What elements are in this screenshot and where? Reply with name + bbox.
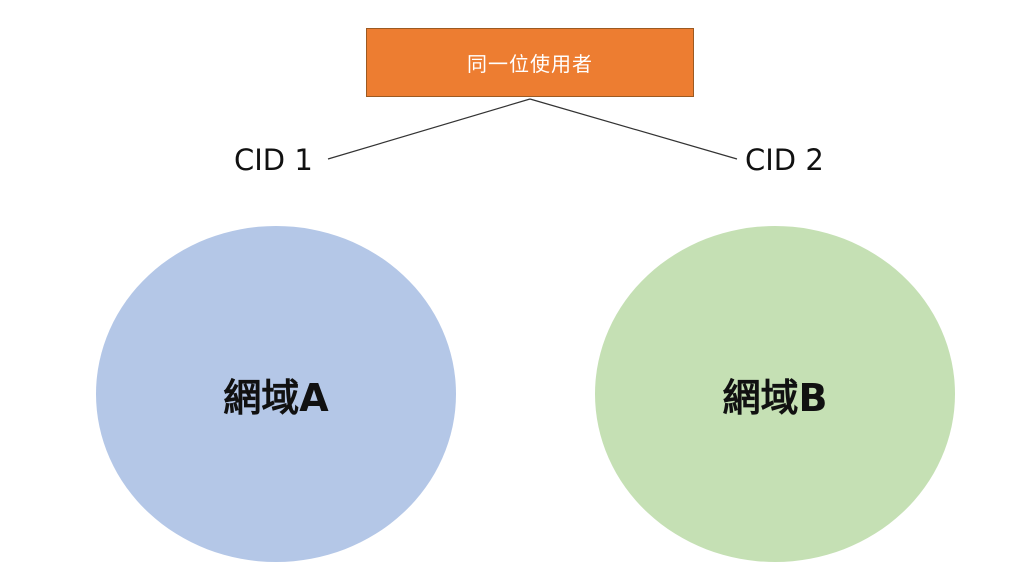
domain-a-circle: 網域A	[96, 226, 456, 562]
domain-b-circle: 網域B	[595, 226, 955, 562]
connector-cid-1	[327, 98, 531, 160]
cid-2-label: CID 2	[745, 143, 824, 177]
same-user-label: 同一位使用者	[467, 52, 593, 76]
domain-a-label: 網域A	[223, 375, 329, 420]
domain-b-label: 網域B	[722, 375, 828, 420]
same-user-box: 同一位使用者	[366, 28, 694, 97]
connector-cid-2	[529, 98, 738, 160]
cid-1-label: CID 1	[234, 143, 313, 177]
